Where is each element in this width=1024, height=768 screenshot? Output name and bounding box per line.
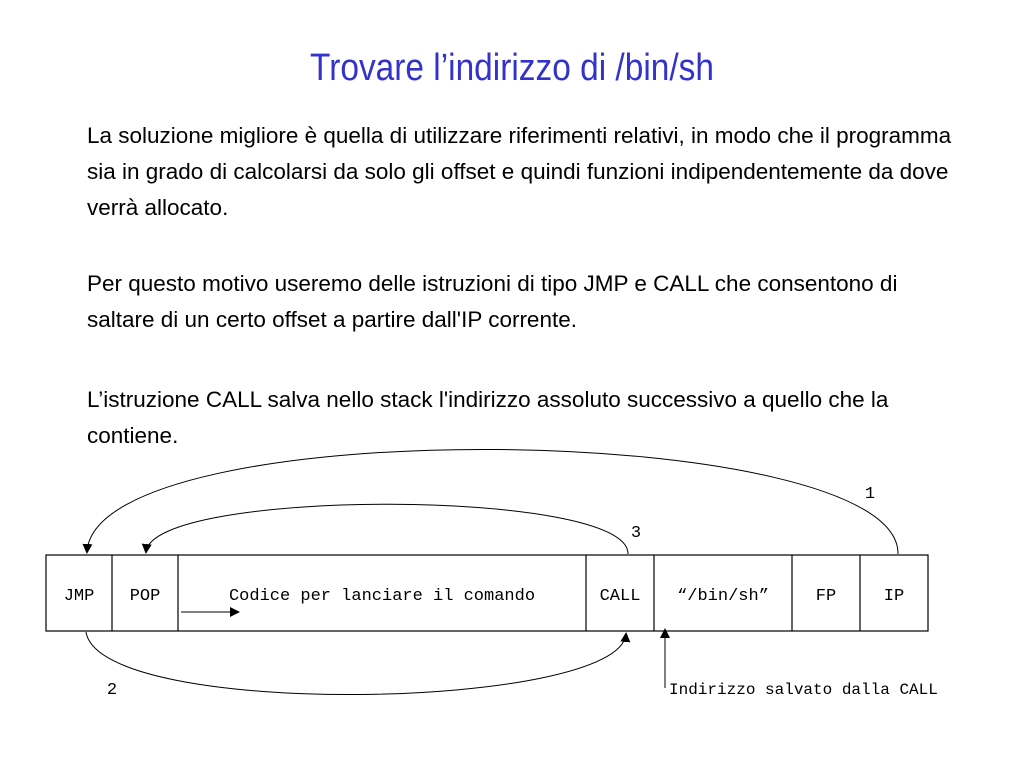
arrow-label-3: 3	[631, 524, 641, 543]
cell-call: CALL	[600, 587, 641, 606]
arrow-3-call-to-pop	[141, 503, 629, 555]
cell-jmp: JMP	[64, 587, 95, 606]
paragraph-jmp-call: Per questo motivo useremo delle istruzio…	[87, 271, 898, 332]
saved-address-annotation: Indirizzo salvato dalla CALL	[669, 681, 938, 699]
cell-bin-sh: “/bin/sh”	[677, 587, 769, 606]
cell-code: Codice per lanciare il comando	[229, 587, 535, 606]
paragraph-call-stack: L’istruzione CALL salva nello stack l'in…	[87, 387, 889, 448]
cell-fp: FP	[816, 587, 836, 606]
arrow-2-jmp-to-call	[85, 631, 631, 696]
arrow-label-1: 1	[865, 485, 875, 504]
paragraph-relative-references: La soluzione migliore è quella di utiliz…	[87, 123, 952, 220]
slide-title: Trovare l’indirizzo di /bin/sh	[310, 47, 714, 89]
memory-row-frame	[45, 554, 929, 632]
arrow-label-2: 2	[107, 681, 117, 700]
cell-pop: POP	[130, 587, 161, 606]
cell-ip: IP	[884, 587, 904, 606]
arrow-1-ip-to-jmp	[82, 448, 899, 555]
